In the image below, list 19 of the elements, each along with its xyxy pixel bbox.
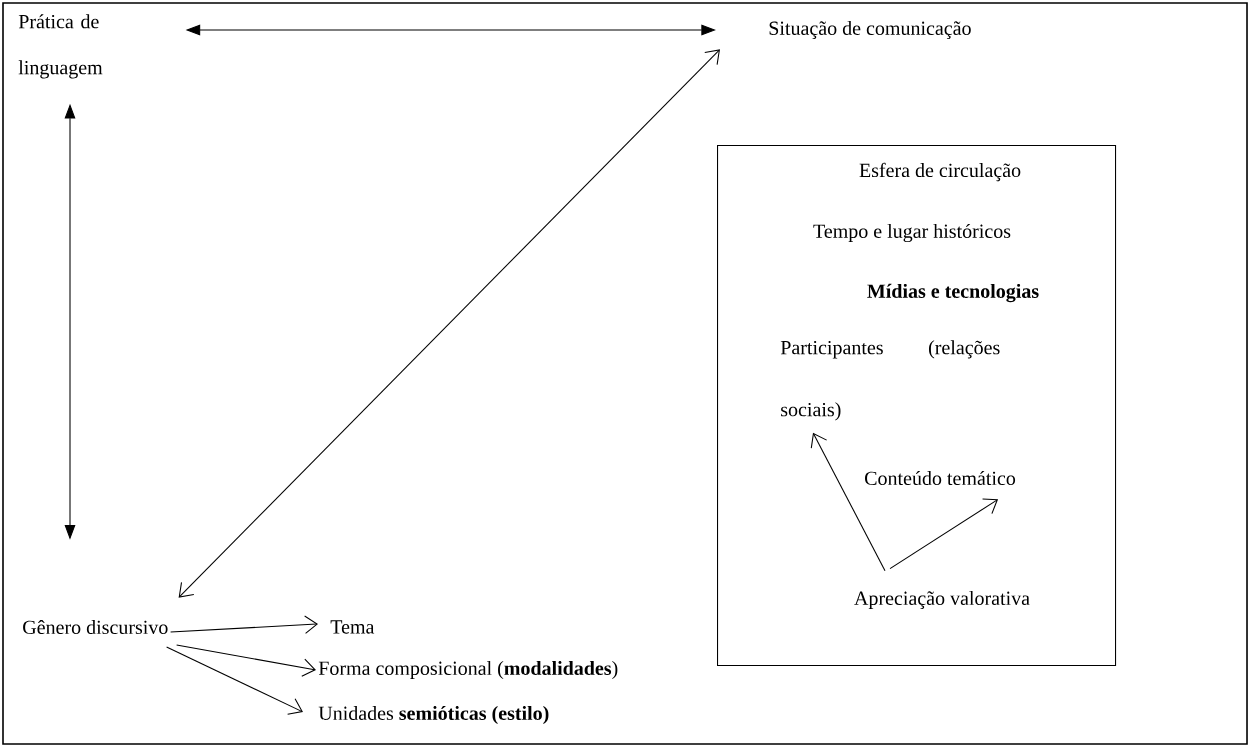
text-label: Gênero discursivo [23,619,168,635]
arrow [810,432,886,572]
text-label: Mídias e tecnologias [867,283,1039,303]
text-label: Conteúdo temático [865,470,1016,486]
text-label: Tema [330,620,375,634]
arrow [176,644,316,677]
text-label: Unidades semióticas (estilo) [318,705,549,725]
text-label: Forma composicional (modalidades) [318,660,618,680]
text-label: Esfera de circulação [859,162,1021,182]
arrow [178,49,720,598]
text-label: Apreciação valorativa [854,590,1030,610]
text-label: Participantes (relações sociais) [780,340,1000,421]
arrow [889,498,999,570]
frame-box [717,145,1117,667]
text-label: Tempo e lugar históricos [813,223,1011,243]
text-label: Prática de linguagem [18,14,103,79]
arrow [166,646,303,715]
arrow [170,615,318,634]
text-label: Situação de comunicação [769,20,971,40]
